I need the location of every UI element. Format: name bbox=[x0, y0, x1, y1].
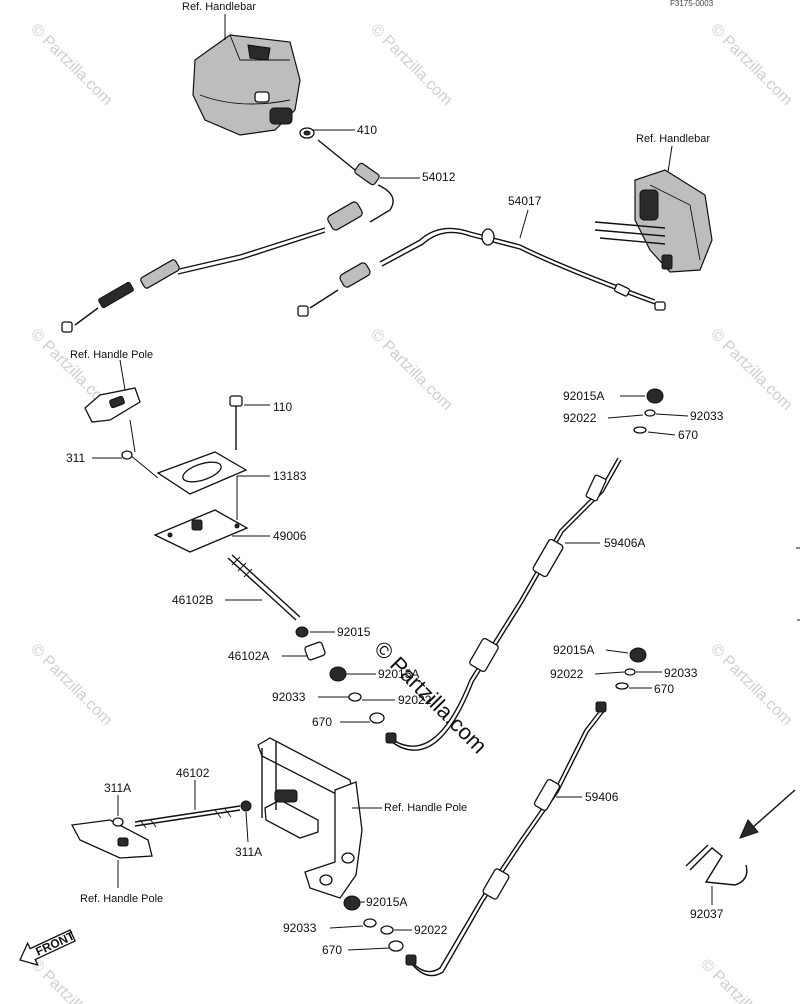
part-92015A-c[interactable]: 92015A bbox=[553, 643, 594, 657]
ref-handlebar-top: Ref. Handlebar bbox=[182, 1, 256, 13]
plate-49006 bbox=[153, 509, 249, 553]
part-670-d[interactable]: 670 bbox=[322, 943, 342, 957]
handle-pole-bracket-left bbox=[84, 359, 141, 423]
part-670-a[interactable]: 670 bbox=[678, 428, 698, 442]
part-92015[interactable]: 92015 bbox=[337, 625, 371, 639]
part-92037[interactable]: 92037 bbox=[690, 907, 724, 921]
watermark: © Partzilla.com bbox=[367, 21, 455, 109]
part-46102B[interactable]: 46102B bbox=[172, 593, 213, 607]
handle-pole-bracket-mid bbox=[257, 737, 363, 899]
part-13183[interactable]: 13183 bbox=[273, 469, 307, 483]
ref-handle-pole-mid: Ref. Handle Pole bbox=[384, 802, 467, 814]
part-92033-d[interactable]: 92033 bbox=[283, 921, 317, 935]
watermark: © Partzilla.com bbox=[367, 326, 455, 414]
cable-59406A bbox=[385, 457, 622, 751]
part-311A-b[interactable]: 311A bbox=[235, 845, 262, 859]
handle-pole-lever-bottom-left bbox=[70, 819, 153, 859]
part-49006[interactable]: 49006 bbox=[273, 529, 307, 543]
part-92033-b[interactable]: 92033 bbox=[272, 690, 306, 704]
watermark: © Partzilla.com bbox=[697, 956, 785, 1004]
watermark: © Partzilla.com bbox=[707, 641, 795, 729]
part-92033-c[interactable]: 92033 bbox=[664, 666, 698, 680]
clip-92037 bbox=[685, 844, 748, 886]
part-92022-a[interactable]: 92022 bbox=[563, 411, 597, 425]
arrow-pointer bbox=[739, 789, 796, 839]
part-670-c[interactable]: 670 bbox=[654, 682, 674, 696]
rod-46102B bbox=[227, 554, 301, 621]
part-54012[interactable]: 54012 bbox=[422, 170, 456, 184]
part-54017[interactable]: 54017 bbox=[508, 194, 542, 208]
gasket-13183 bbox=[156, 451, 248, 495]
part-92033-a[interactable]: 92033 bbox=[690, 409, 724, 423]
ref-handlebar-right: Ref. Handlebar bbox=[636, 133, 710, 145]
part-46102A[interactable]: 46102A bbox=[228, 649, 269, 663]
handlebar-housing-right bbox=[594, 169, 713, 273]
rod-46102 bbox=[134, 805, 241, 829]
handlebar-housing-left bbox=[192, 34, 301, 136]
part-311A-a[interactable]: 311A bbox=[104, 781, 131, 795]
part-92015A-a[interactable]: 92015A bbox=[563, 389, 604, 403]
ref-handle-pole-bottom: Ref. Handle Pole bbox=[80, 893, 163, 905]
watermark: © Partzilla.com bbox=[27, 21, 115, 109]
part-410[interactable]: 410 bbox=[357, 123, 377, 137]
watermark: © Partzilla.com bbox=[27, 641, 115, 729]
part-59406A[interactable]: 59406A bbox=[604, 536, 645, 550]
part-670-b[interactable]: 670 bbox=[312, 715, 332, 729]
part-92015A-b[interactable]: 92015A bbox=[378, 667, 419, 681]
watermark: © Partzilla.com bbox=[707, 21, 795, 109]
part-92022-d[interactable]: 92022 bbox=[414, 923, 448, 937]
part-311[interactable]: 311 bbox=[66, 451, 85, 465]
part-92015A-d[interactable]: 92015A bbox=[366, 895, 407, 909]
watermark: © Partzilla.com bbox=[707, 326, 795, 414]
front-label: FRONT bbox=[33, 928, 77, 958]
watermark: © Partzilla.com bbox=[27, 956, 115, 1004]
part-59406[interactable]: 59406 bbox=[585, 790, 619, 804]
cable-54017 bbox=[297, 227, 666, 317]
cable-59406 bbox=[405, 701, 607, 977]
ref-handle-pole-left: Ref. Handle Pole bbox=[70, 349, 153, 361]
part-92022-b[interactable]: 92022 bbox=[398, 693, 432, 707]
cable-54012 bbox=[61, 127, 394, 333]
part-92022-c[interactable]: 92022 bbox=[550, 667, 584, 681]
figure-code: F3175-0003 bbox=[670, 0, 714, 8]
part-46102[interactable]: 46102 bbox=[176, 766, 210, 780]
part-110[interactable]: 110 bbox=[273, 400, 292, 414]
